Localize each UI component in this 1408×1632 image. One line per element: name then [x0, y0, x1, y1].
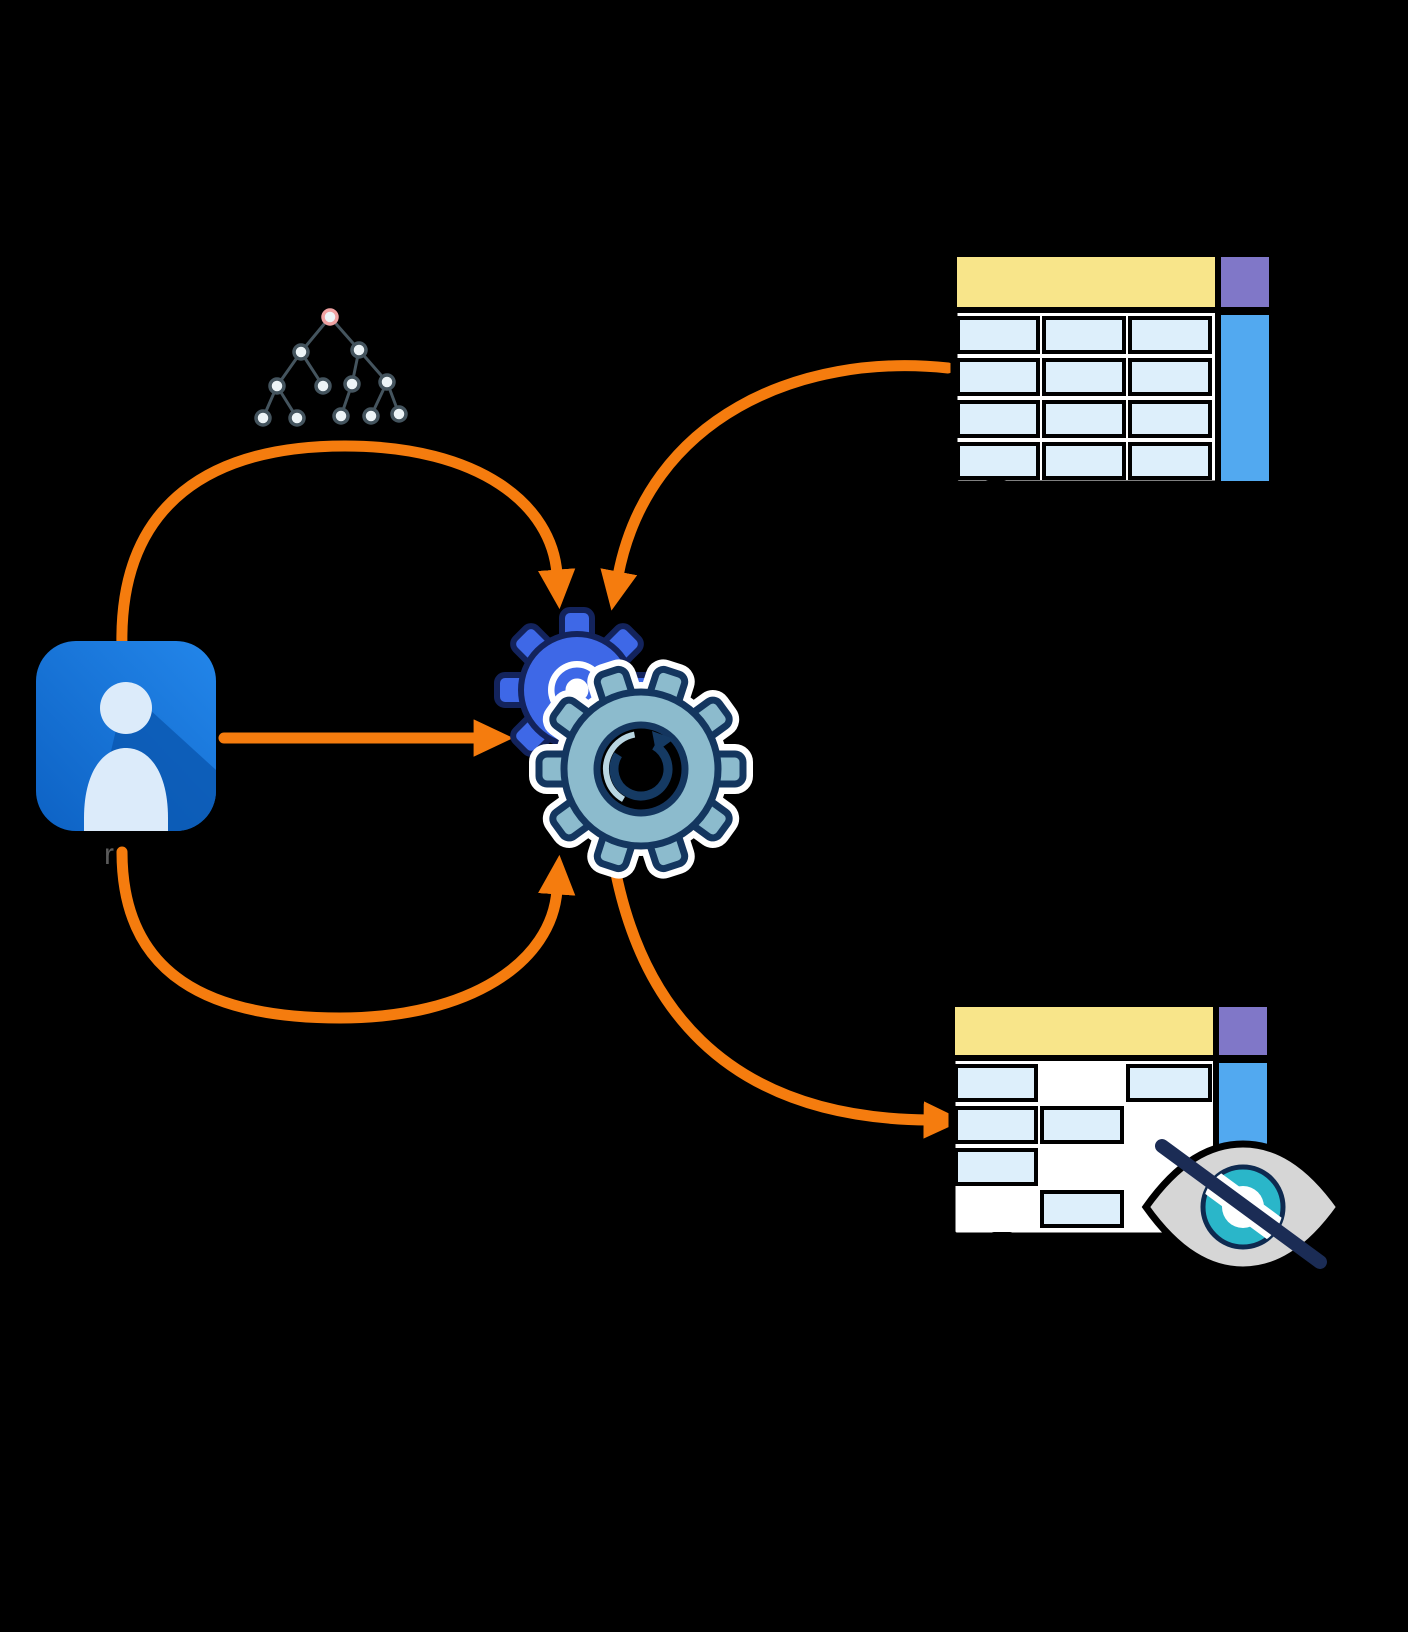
tree-node: [343, 375, 361, 393]
user-icon: [36, 641, 216, 831]
gears-icon: [494, 607, 753, 879]
tree-root-node: [321, 308, 339, 326]
user-label-fragment: r: [104, 838, 114, 871]
table-cell: [956, 442, 1040, 480]
table-scrollbar: [1215, 309, 1275, 487]
tree-node: [254, 409, 272, 427]
table-cell: [954, 1064, 1038, 1102]
table-icon: [950, 246, 1276, 490]
table-cell: [954, 1148, 1038, 1186]
table-header-row: [951, 251, 1221, 313]
tab-notch: [990, 1232, 1014, 1242]
flow-arrows: [116, 360, 964, 1139]
table-cell: [1128, 358, 1212, 396]
arrow-user-to-process-bottom: [116, 846, 576, 1024]
tree-icon: [254, 308, 408, 427]
tab-notch: [1146, 246, 1176, 256]
arrow-user-to-process-top: [116, 440, 576, 654]
table-corner-cell: [1215, 251, 1275, 313]
tree-node: [288, 409, 306, 427]
teal-gear: [535, 665, 747, 873]
table-corner-cell: [1213, 1001, 1273, 1061]
table-header-row: [949, 1001, 1219, 1061]
tree-edges: [261, 315, 401, 420]
table-cell: [954, 1106, 1038, 1144]
arrow-process-to-masked-table: [606, 846, 964, 1139]
table-cell: [956, 400, 1040, 438]
table-cell: [956, 316, 1040, 354]
tree-node: [332, 407, 350, 425]
table-cell: [1042, 442, 1126, 480]
refresh-arrow-icon: [609, 737, 673, 801]
table-cell: [1040, 1106, 1124, 1144]
table-cell: [1126, 1064, 1212, 1102]
tree-node: [292, 343, 310, 361]
table-cell: [1128, 400, 1212, 438]
tree-node: [350, 341, 368, 359]
table-cell: [1042, 400, 1126, 438]
user-silhouette: [84, 682, 168, 831]
masked-table-icon: [948, 1000, 1345, 1274]
tree-nodes: [254, 308, 408, 427]
table-cell: [1128, 442, 1212, 480]
table-cells: [956, 316, 1212, 480]
tree-node: [362, 407, 380, 425]
tree-node: [314, 377, 332, 395]
hidden-eye-icon: [1141, 1139, 1345, 1274]
tab-notch: [984, 480, 1008, 490]
tree-node: [378, 373, 396, 391]
eye-slash: [1155, 1139, 1327, 1269]
table-cells-partial: [954, 1064, 1212, 1228]
tree-node: [268, 377, 286, 395]
arrow-table-to-process: [600, 360, 954, 611]
table-cell: [1042, 358, 1126, 396]
tree-node: [390, 405, 408, 423]
table-cell: [1042, 316, 1126, 354]
table-cell: [1040, 1190, 1124, 1228]
table-cell: [956, 358, 1040, 396]
table-cell: [1128, 316, 1212, 354]
